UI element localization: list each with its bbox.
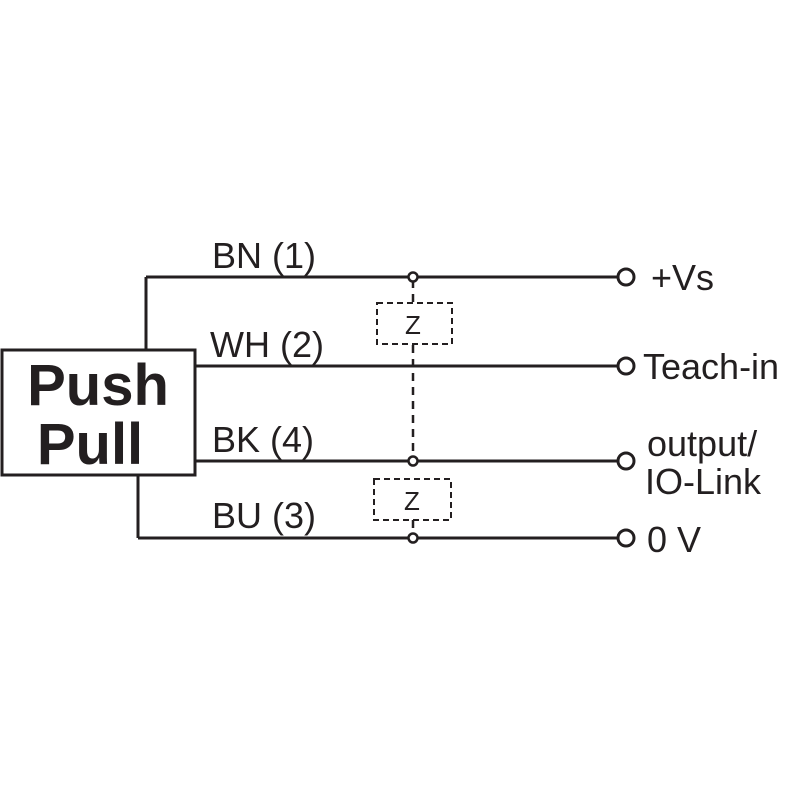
junction-bk	[407, 455, 419, 467]
wire-label-wh: WH (2)	[210, 324, 324, 365]
terminal-label-teach-in: Teach-in	[643, 346, 779, 387]
terminal-label-io-link: IO-Link	[645, 461, 762, 502]
junction-bn	[407, 271, 419, 283]
load-box-bottom	[373, 478, 452, 521]
sensor-box	[0, 348, 197, 477]
load-box-top	[376, 302, 453, 345]
terminal-label-0v: 0 V	[647, 519, 701, 560]
wire-label-bn: BN (1)	[212, 235, 316, 276]
terminal-label-output: output/	[647, 423, 757, 464]
junction-bu	[407, 532, 419, 544]
terminal-bk	[616, 451, 636, 471]
terminal-bn	[616, 267, 636, 287]
load-label-bottom: Z	[404, 486, 420, 516]
wire-label-bk: BK (4)	[212, 419, 314, 460]
sensor-box-line1: Push	[27, 353, 169, 418]
terminal-bu	[616, 528, 636, 548]
load-label-top: Z	[405, 310, 421, 340]
sensor-box-line2: Pull	[37, 412, 143, 477]
wire-label-bu: BU (3)	[212, 495, 316, 536]
terminal-wh	[616, 356, 636, 376]
terminal-label-vs: +Vs	[651, 257, 714, 298]
